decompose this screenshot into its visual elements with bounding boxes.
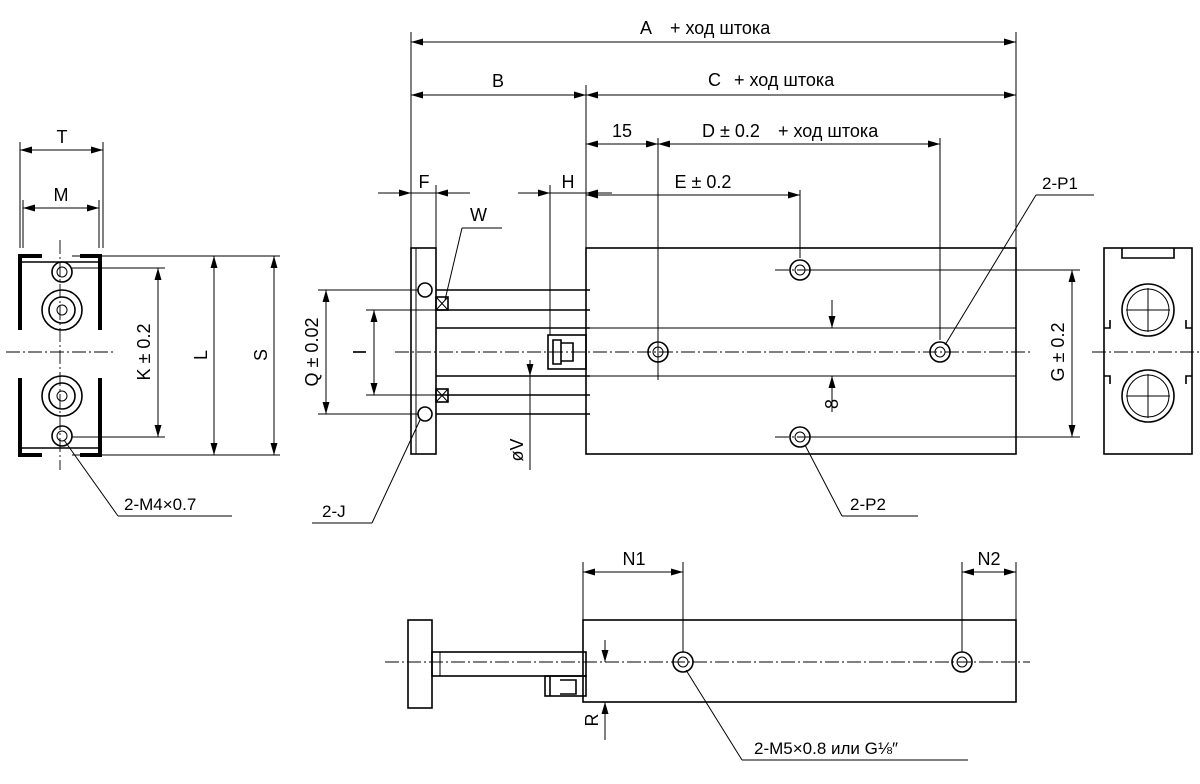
dim-s: S (251, 349, 271, 361)
dim-c: C (708, 70, 721, 90)
left-end-view: T M K ± 0.2 L S 2-M4×0.7 (6, 127, 280, 517)
dim-k: K ± 0.2 (134, 324, 154, 381)
dim-m: M (54, 185, 69, 205)
dim-e: E ± 0.2 (675, 172, 732, 192)
dim-h: H (562, 172, 575, 192)
dim-v: øV (507, 438, 527, 461)
dim-f: F (419, 172, 430, 192)
dim-w: W (470, 205, 487, 225)
callout-m4: 2-M4×0.7 (124, 495, 196, 514)
dim-i: I (350, 349, 370, 354)
dim-15: 15 (612, 121, 632, 141)
dim-8: 8 (822, 399, 842, 409)
dim-r: R (582, 714, 602, 727)
dim-t: T (57, 127, 68, 147)
main-front-view: A + ход штока B C + ход штока 15 D ± 0.2… (302, 18, 1094, 524)
callout-m5: 2-M5×0.8 или G⅛″ (754, 739, 898, 758)
bottom-side-view: N1 N2 R 2-M5×0.8 или G⅛″ (385, 549, 1030, 761)
dim-d-stroke: + ход штока (778, 121, 879, 141)
dim-c-stroke: + ход штока (734, 70, 835, 90)
dim-l: L (191, 350, 211, 360)
dim-q: Q ± 0.02 (302, 318, 322, 387)
dim-d: D ± 0.2 (702, 121, 760, 141)
dim-n1: N1 (622, 549, 645, 569)
callout-j: 2-J (322, 502, 346, 521)
dim-a-stroke: + ход штока (670, 18, 771, 38)
dim-n2: N2 (977, 549, 1000, 569)
callout-p1: 2-P1 (1042, 174, 1078, 193)
dim-g: G ± 0.2 (1048, 323, 1068, 382)
dim-a: A (640, 18, 652, 38)
dim-b: B (492, 71, 504, 91)
right-end-view (1092, 247, 1200, 455)
callout-p2: 2-P2 (850, 495, 886, 514)
